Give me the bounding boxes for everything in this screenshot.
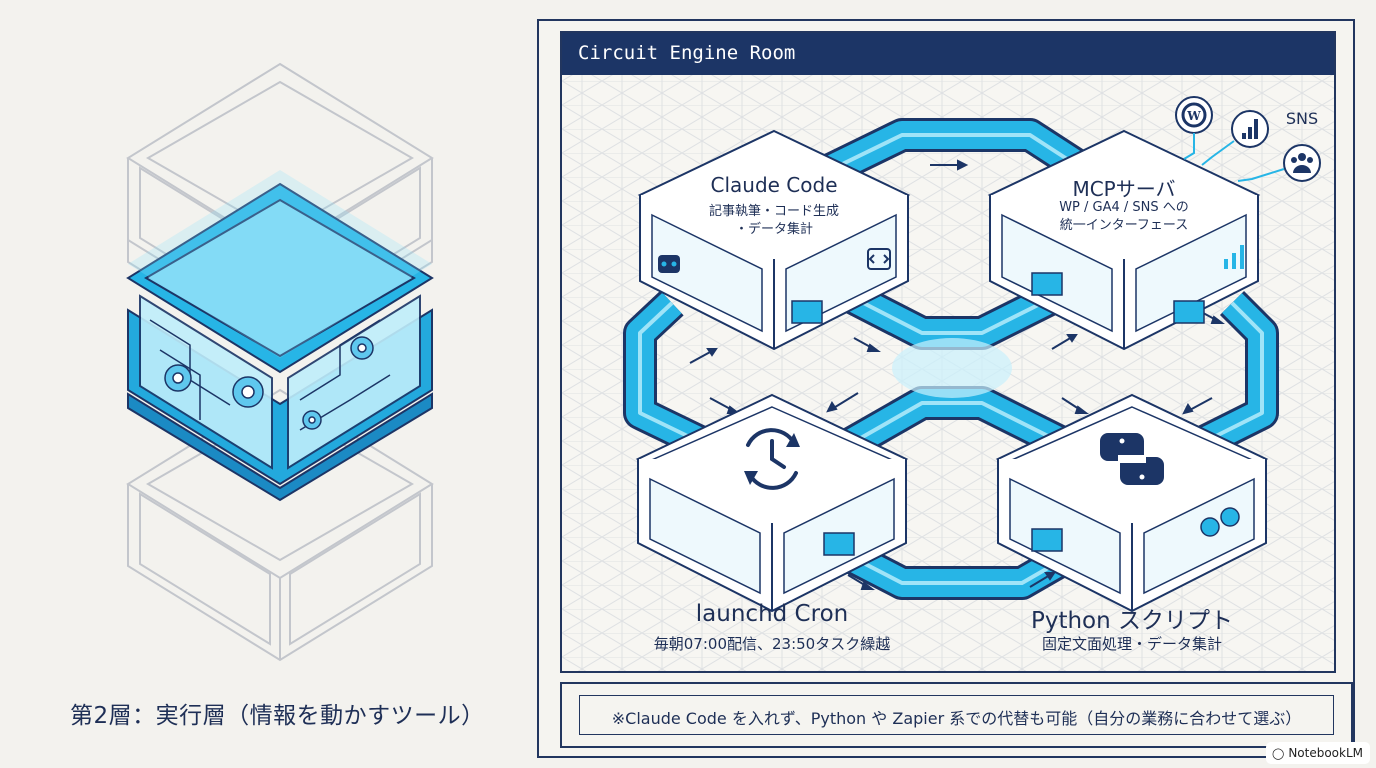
service-connectors <box>1183 133 1285 182</box>
launchd-cron-label: launchd Cron <box>695 601 849 627</box>
note-box: ※Claude Code を入れず、Python や Zapier 系での代替も… <box>560 682 1353 748</box>
claude-code-node <box>637 129 911 351</box>
flow-arrows <box>689 159 1225 590</box>
notebooklm-icon: ◯ <box>1272 746 1285 760</box>
wordpress-icon: W <box>1175 96 1213 134</box>
panel-title: Circuit Engine Room <box>562 33 1334 75</box>
layer-stack-illustration <box>126 62 434 662</box>
gear-icon <box>164 336 374 430</box>
notebooklm-badge: ◯ NotebookLM <box>1266 742 1370 764</box>
launchd-cron-node <box>635 393 909 613</box>
analytics-icon <box>1231 110 1269 148</box>
launchd-cron-desc: 毎朝07:00配信、23:50タスク繰越 <box>653 635 891 653</box>
signal-bars-icon <box>1224 245 1244 269</box>
svg-text:W: W <box>1186 109 1201 123</box>
mcp-server-node <box>987 129 1261 351</box>
circuit-engine-room: W Circuit Engine Room Claude Code 記事執筆・コ… <box>560 31 1336 673</box>
lower-layer-ghost <box>126 388 434 662</box>
brand-label: NotebookLM <box>1288 746 1364 760</box>
mcp-server-title: MCPサーバ <box>1072 177 1176 201</box>
python-script-node <box>995 393 1269 613</box>
clock-sync-icon <box>744 428 800 490</box>
python-icon <box>1100 433 1164 485</box>
claude-code-desc-1: 記事執筆・コード生成 <box>708 204 839 219</box>
circuit-diagram: W <box>562 33 1334 671</box>
gear-icon <box>1200 507 1240 537</box>
code-icon <box>867 248 891 270</box>
sns-label: SNS <box>1285 109 1319 128</box>
note-text: ※Claude Code を入れず、Python や Zapier 系での代替も… <box>579 695 1334 735</box>
mcp-server-desc-1: WP / GA4 / SNS への <box>1059 200 1189 215</box>
claude-code-desc-2: ・データ集計 <box>734 222 813 237</box>
users-icon <box>1283 144 1321 182</box>
claude-code-title: Claude Code <box>710 173 838 197</box>
robot-icon <box>658 255 680 273</box>
layer-caption: 第2層：実行層（情報を動かすツール） <box>70 703 485 729</box>
execution-layer-highlight <box>126 170 434 502</box>
mcp-server-desc-2: 統一インターフェース <box>1059 218 1189 233</box>
python-script-desc: 固定文面処理・データ集計 <box>1041 635 1222 653</box>
python-script-label: Python スクリプト <box>1030 608 1234 634</box>
